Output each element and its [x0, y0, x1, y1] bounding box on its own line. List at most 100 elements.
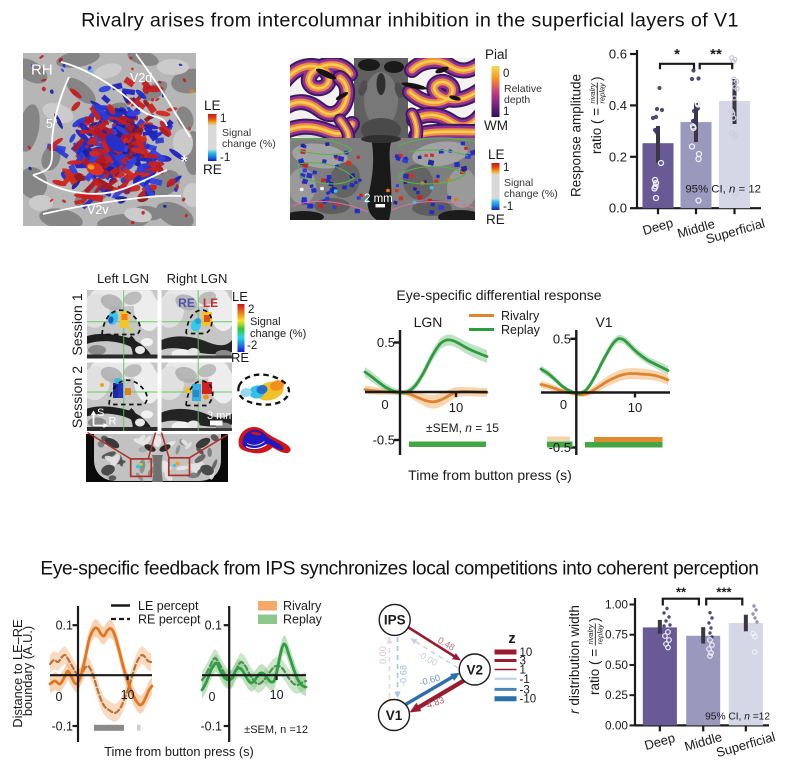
svg-text:0: 0 — [209, 690, 216, 704]
svg-text:0.00: 0.00 — [378, 646, 388, 664]
svg-text:0.1: 0.1 — [205, 619, 222, 633]
svg-text:z: z — [508, 631, 515, 647]
svg-text:RE: RE — [486, 212, 505, 227]
svg-text:ratio ( =: ratio ( = — [587, 649, 602, 695]
svg-text:0.4: 0.4 — [609, 98, 627, 113]
svg-text:0.75: 0.75 — [605, 628, 628, 642]
svg-text:RE: RE — [203, 162, 222, 177]
svg-text:LGN: LGN — [414, 314, 443, 330]
svg-text:LE: LE — [488, 147, 505, 162]
svg-text:Signal: Signal — [222, 127, 251, 139]
svg-text:2 mm: 2 mm — [364, 193, 393, 205]
svg-text:replay: replay — [596, 623, 605, 645]
svg-text:IPS: IPS — [384, 613, 406, 628]
svg-text:**: ** — [676, 585, 687, 600]
svg-text:Rivalry: Rivalry — [501, 309, 540, 323]
svg-text:RE: RE — [178, 296, 195, 310]
svg-text:**: ** — [710, 46, 722, 63]
svg-text:Session 1: Session 1 — [70, 293, 86, 355]
svg-text:RE percept: RE percept — [138, 613, 201, 627]
svg-text:Session 2: Session 2 — [70, 366, 86, 428]
svg-text:V1: V1 — [386, 708, 403, 723]
svg-text:S: S — [97, 407, 104, 419]
svg-text:-1: -1 — [503, 201, 513, 213]
svg-text:LE: LE — [232, 289, 248, 304]
svg-text:10: 10 — [270, 688, 284, 702]
svg-text:RH: RH — [31, 62, 53, 79]
svg-text:10: 10 — [449, 400, 463, 415]
svg-text:0.6: 0.6 — [609, 47, 627, 62]
svg-text:Eye-specific differential resp: Eye-specific differential response — [396, 287, 601, 303]
svg-text:95% CI, n =12: 95% CI, n =12 — [705, 712, 770, 723]
svg-text:-0.1: -0.1 — [200, 720, 222, 734]
svg-text:-0.5: -0.5 — [549, 440, 571, 455]
svg-text:V1: V1 — [595, 314, 612, 330]
svg-text:-0.5: -0.5 — [373, 433, 395, 448]
svg-text:Eye-specific feedback from IPS: Eye-specific feedback from IPS synchroni… — [40, 559, 758, 580]
svg-text:0: 0 — [56, 690, 63, 704]
svg-text:***: *** — [716, 585, 732, 600]
svg-text:LE percept: LE percept — [138, 599, 199, 613]
svg-text:change (%): change (%) — [504, 188, 558, 200]
svg-text:ratio ( =: ratio ( = — [589, 108, 604, 154]
svg-text:0.5: 0.5 — [553, 331, 571, 346]
svg-text:LE: LE — [203, 296, 218, 310]
svg-text:RE: RE — [231, 350, 249, 365]
svg-text:WM: WM — [484, 118, 508, 133]
svg-text:-0.1: -0.1 — [51, 720, 73, 734]
svg-text:10: 10 — [628, 400, 642, 415]
svg-text:change (%): change (%) — [222, 138, 276, 150]
svg-text:): ) — [587, 618, 602, 623]
svg-text:Rivalry: Rivalry — [283, 599, 322, 613]
svg-text:5°: 5° — [46, 117, 58, 131]
svg-text:-1: -1 — [520, 674, 530, 686]
svg-text:0.50: 0.50 — [605, 658, 628, 672]
svg-text:V2d: V2d — [130, 71, 152, 85]
svg-text:2: 2 — [248, 304, 254, 316]
svg-text:Replay: Replay — [283, 613, 323, 627]
svg-text:0.00: 0.00 — [605, 718, 628, 732]
svg-text:95% CI, n = 12: 95% CI, n = 12 — [685, 184, 761, 196]
svg-text:±SEM, n = 15: ±SEM, n = 15 — [426, 421, 499, 435]
svg-text:0: 0 — [381, 397, 388, 412]
svg-text:): ) — [589, 77, 604, 82]
svg-text:*: * — [181, 152, 188, 171]
svg-text:V2: V2 — [466, 662, 483, 677]
svg-text:Time from button press (s): Time from button press (s) — [408, 467, 572, 483]
svg-text:1: 1 — [503, 106, 509, 118]
svg-text:10: 10 — [121, 688, 135, 702]
svg-text:0.2: 0.2 — [609, 149, 627, 164]
svg-text:V2v: V2v — [87, 203, 109, 217]
svg-text:0: 0 — [560, 397, 567, 412]
svg-text:0.0: 0.0 — [609, 201, 627, 216]
svg-text:R: R — [109, 416, 117, 428]
svg-text:Relative: Relative — [504, 83, 542, 95]
svg-text:Response amplitude: Response amplitude — [569, 74, 584, 197]
svg-text:Signal: Signal — [250, 316, 281, 328]
svg-text:Replay: Replay — [501, 323, 541, 337]
svg-text:*: * — [674, 46, 680, 63]
svg-text:replay: replay — [598, 82, 607, 104]
svg-text:0.5: 0.5 — [377, 335, 395, 350]
svg-text:Rivalry arises from intercolum: Rivalry arises from intercolumnar inhibi… — [81, 10, 739, 32]
svg-text:10: 10 — [520, 647, 533, 659]
svg-text:±SEM, n =12: ±SEM, n =12 — [244, 724, 308, 736]
svg-text:1.00: 1.00 — [605, 598, 628, 612]
svg-text:0.25: 0.25 — [605, 688, 628, 702]
svg-text:depth: depth — [504, 94, 530, 106]
svg-text:-1: -1 — [220, 152, 230, 164]
svg-text:Pial: Pial — [485, 47, 508, 62]
svg-text:3 mm: 3 mm — [207, 410, 235, 422]
svg-text:-3: -3 — [520, 684, 530, 696]
svg-text:3: 3 — [520, 656, 526, 668]
svg-text:r distribution width: r distribution width — [567, 605, 582, 714]
svg-text:0: 0 — [503, 68, 509, 80]
svg-text:1: 1 — [503, 162, 509, 174]
svg-text:-10: -10 — [520, 694, 537, 706]
svg-text:1: 1 — [520, 665, 526, 677]
svg-text:change (%): change (%) — [250, 328, 306, 340]
svg-text:0.1: 0.1 — [56, 619, 73, 633]
svg-text:Right LGN: Right LGN — [167, 271, 228, 286]
svg-text:-0.68: -0.68 — [399, 665, 409, 686]
svg-text:-2: -2 — [247, 340, 257, 352]
